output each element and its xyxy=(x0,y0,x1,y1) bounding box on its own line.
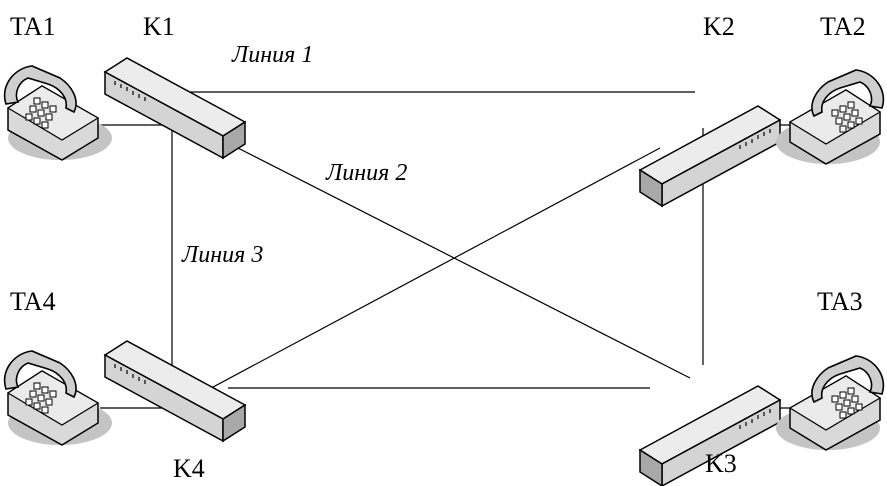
switch-k1 xyxy=(104,57,246,159)
telephone-ta1-icon xyxy=(3,65,113,161)
line-k4-k2 xyxy=(199,147,661,395)
telephone-ta3-icon xyxy=(775,355,885,451)
switch-k2 xyxy=(639,105,781,207)
switch-label-k1: K1 xyxy=(143,12,175,41)
line-k1-k3 xyxy=(231,144,691,379)
line-label-1: Линия 1 xyxy=(231,42,313,68)
line-label-2: Линия 2 xyxy=(325,160,407,186)
wires xyxy=(100,91,790,409)
line-label-3: Линия 3 xyxy=(181,242,263,268)
switch-label-k2: K2 xyxy=(703,12,735,41)
switch-label-k3: K3 xyxy=(705,449,737,478)
phone-label-ta3: TA3 xyxy=(817,287,863,316)
switch-k4 xyxy=(104,340,246,442)
phone-label-ta2: TA2 xyxy=(820,12,866,41)
telephone-ta4-icon xyxy=(3,350,113,446)
phone-label-ta4: TA4 xyxy=(10,287,56,316)
switch-label-k4: K4 xyxy=(173,454,205,483)
phone-label-ta1: TA1 xyxy=(10,12,56,41)
telephone-ta2-icon xyxy=(775,69,885,165)
